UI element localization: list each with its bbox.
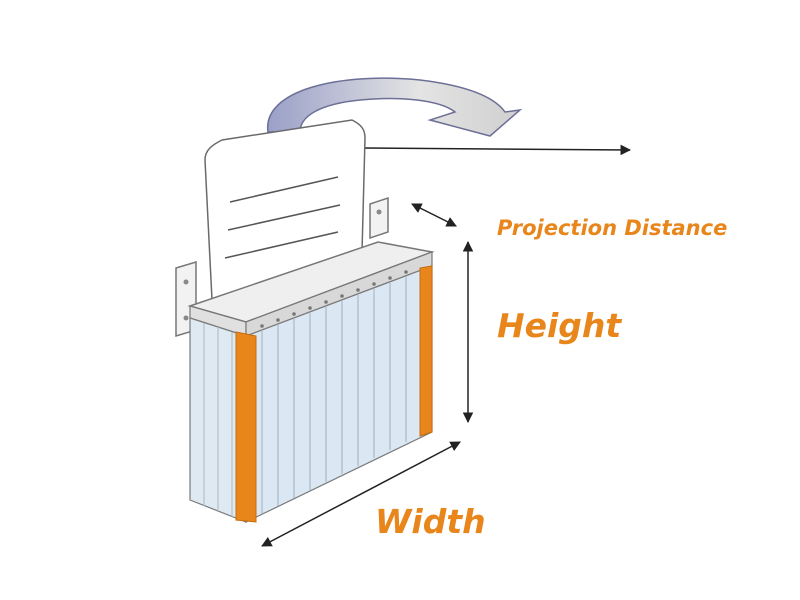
left-edge-strip [235, 331, 257, 523]
height-label: Height [497, 306, 622, 345]
width-arrow [261, 441, 461, 547]
right-edge-strip [419, 265, 433, 437]
projection-distance-label: Projection Distance [497, 216, 728, 240]
right-bracket [369, 196, 389, 240]
curved-arrow-icon [267, 77, 523, 137]
width-label: Width [375, 502, 486, 541]
door-panel [204, 119, 366, 302]
projection-arrow [411, 203, 457, 227]
projection-guide-line [361, 144, 632, 156]
